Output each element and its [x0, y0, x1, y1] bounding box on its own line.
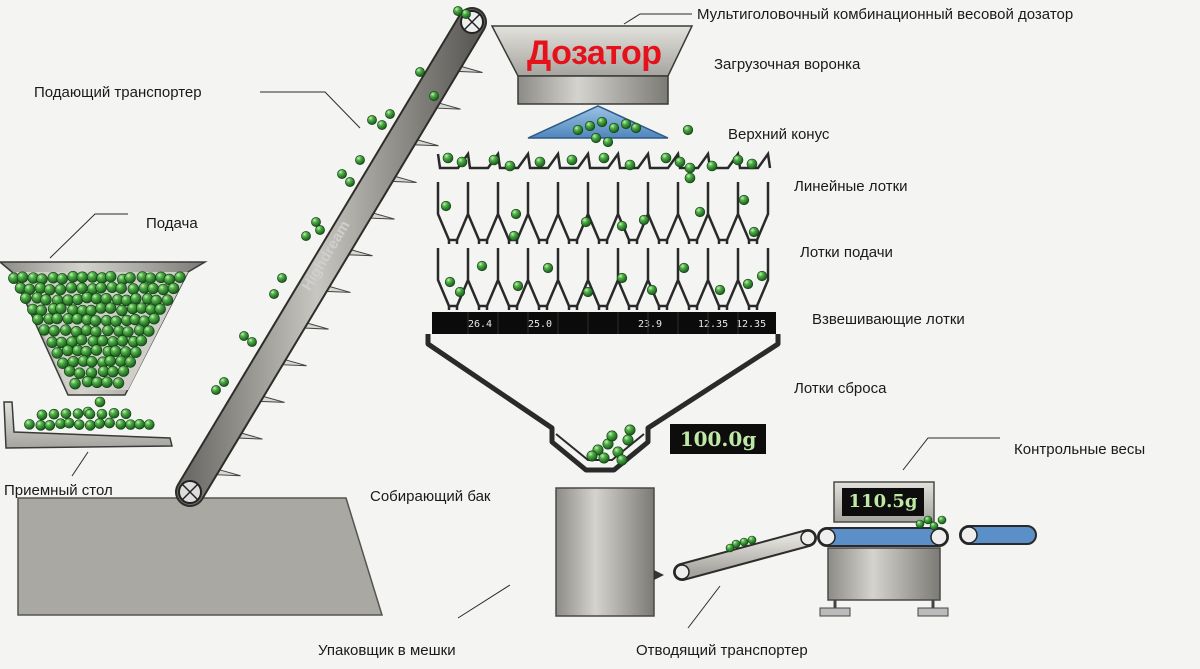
weigh-reading: 26.4	[468, 319, 492, 330]
combined-weight-display: 100.0g	[670, 424, 766, 454]
receiving-table	[3, 401, 173, 449]
leader-lines	[49, 13, 1000, 629]
label-checkweigher: Контрольные весы	[1014, 441, 1146, 458]
label-weigh-trays: Взвешивающие лотки	[812, 311, 965, 328]
weigh-tray-bar: 26.4 25.0 23.9 12.35 12.35	[432, 312, 776, 334]
label-loading-hopper: Загрузочная воронка	[714, 56, 861, 73]
label-top-cone: Верхний конус	[728, 126, 830, 143]
conveyor-base	[17, 497, 384, 616]
label-linear-trays: Линейные лотки	[794, 178, 908, 195]
label-collecting-tank: Собирающий бак	[370, 488, 491, 505]
label-outfeed-conveyor: Отводящий транспортер	[636, 642, 808, 659]
label-receiving-table: Приемный стол	[4, 482, 113, 499]
weigh-reading: 12.35	[698, 319, 728, 330]
label-multihead-weigher: Мультиголовочный комбинационный весовой …	[697, 6, 1074, 23]
product-balls	[8, 6, 947, 553]
label-discharge-trays: Лотки сброса	[794, 380, 887, 397]
collecting-tank	[555, 487, 664, 617]
weigh-reading: 25.0	[528, 319, 552, 330]
bucket-rows	[436, 182, 770, 310]
check-weight-display: 110.5g	[842, 488, 924, 516]
weigh-reading: 12.35	[736, 319, 766, 330]
outfeed-conveyor	[673, 529, 817, 581]
label-feed-trays: Лотки подачи	[800, 244, 893, 261]
weigh-reading: 23.9	[638, 319, 662, 330]
loading-hopper	[490, 25, 694, 105]
label-feed: Подача	[146, 215, 198, 232]
label-bagger: Упаковщик в мешки	[318, 642, 456, 659]
label-infeed-conveyor: Подающий транспортер	[34, 84, 202, 101]
exit-belt	[959, 525, 1037, 545]
dosator-title: Дозатор	[527, 34, 662, 72]
